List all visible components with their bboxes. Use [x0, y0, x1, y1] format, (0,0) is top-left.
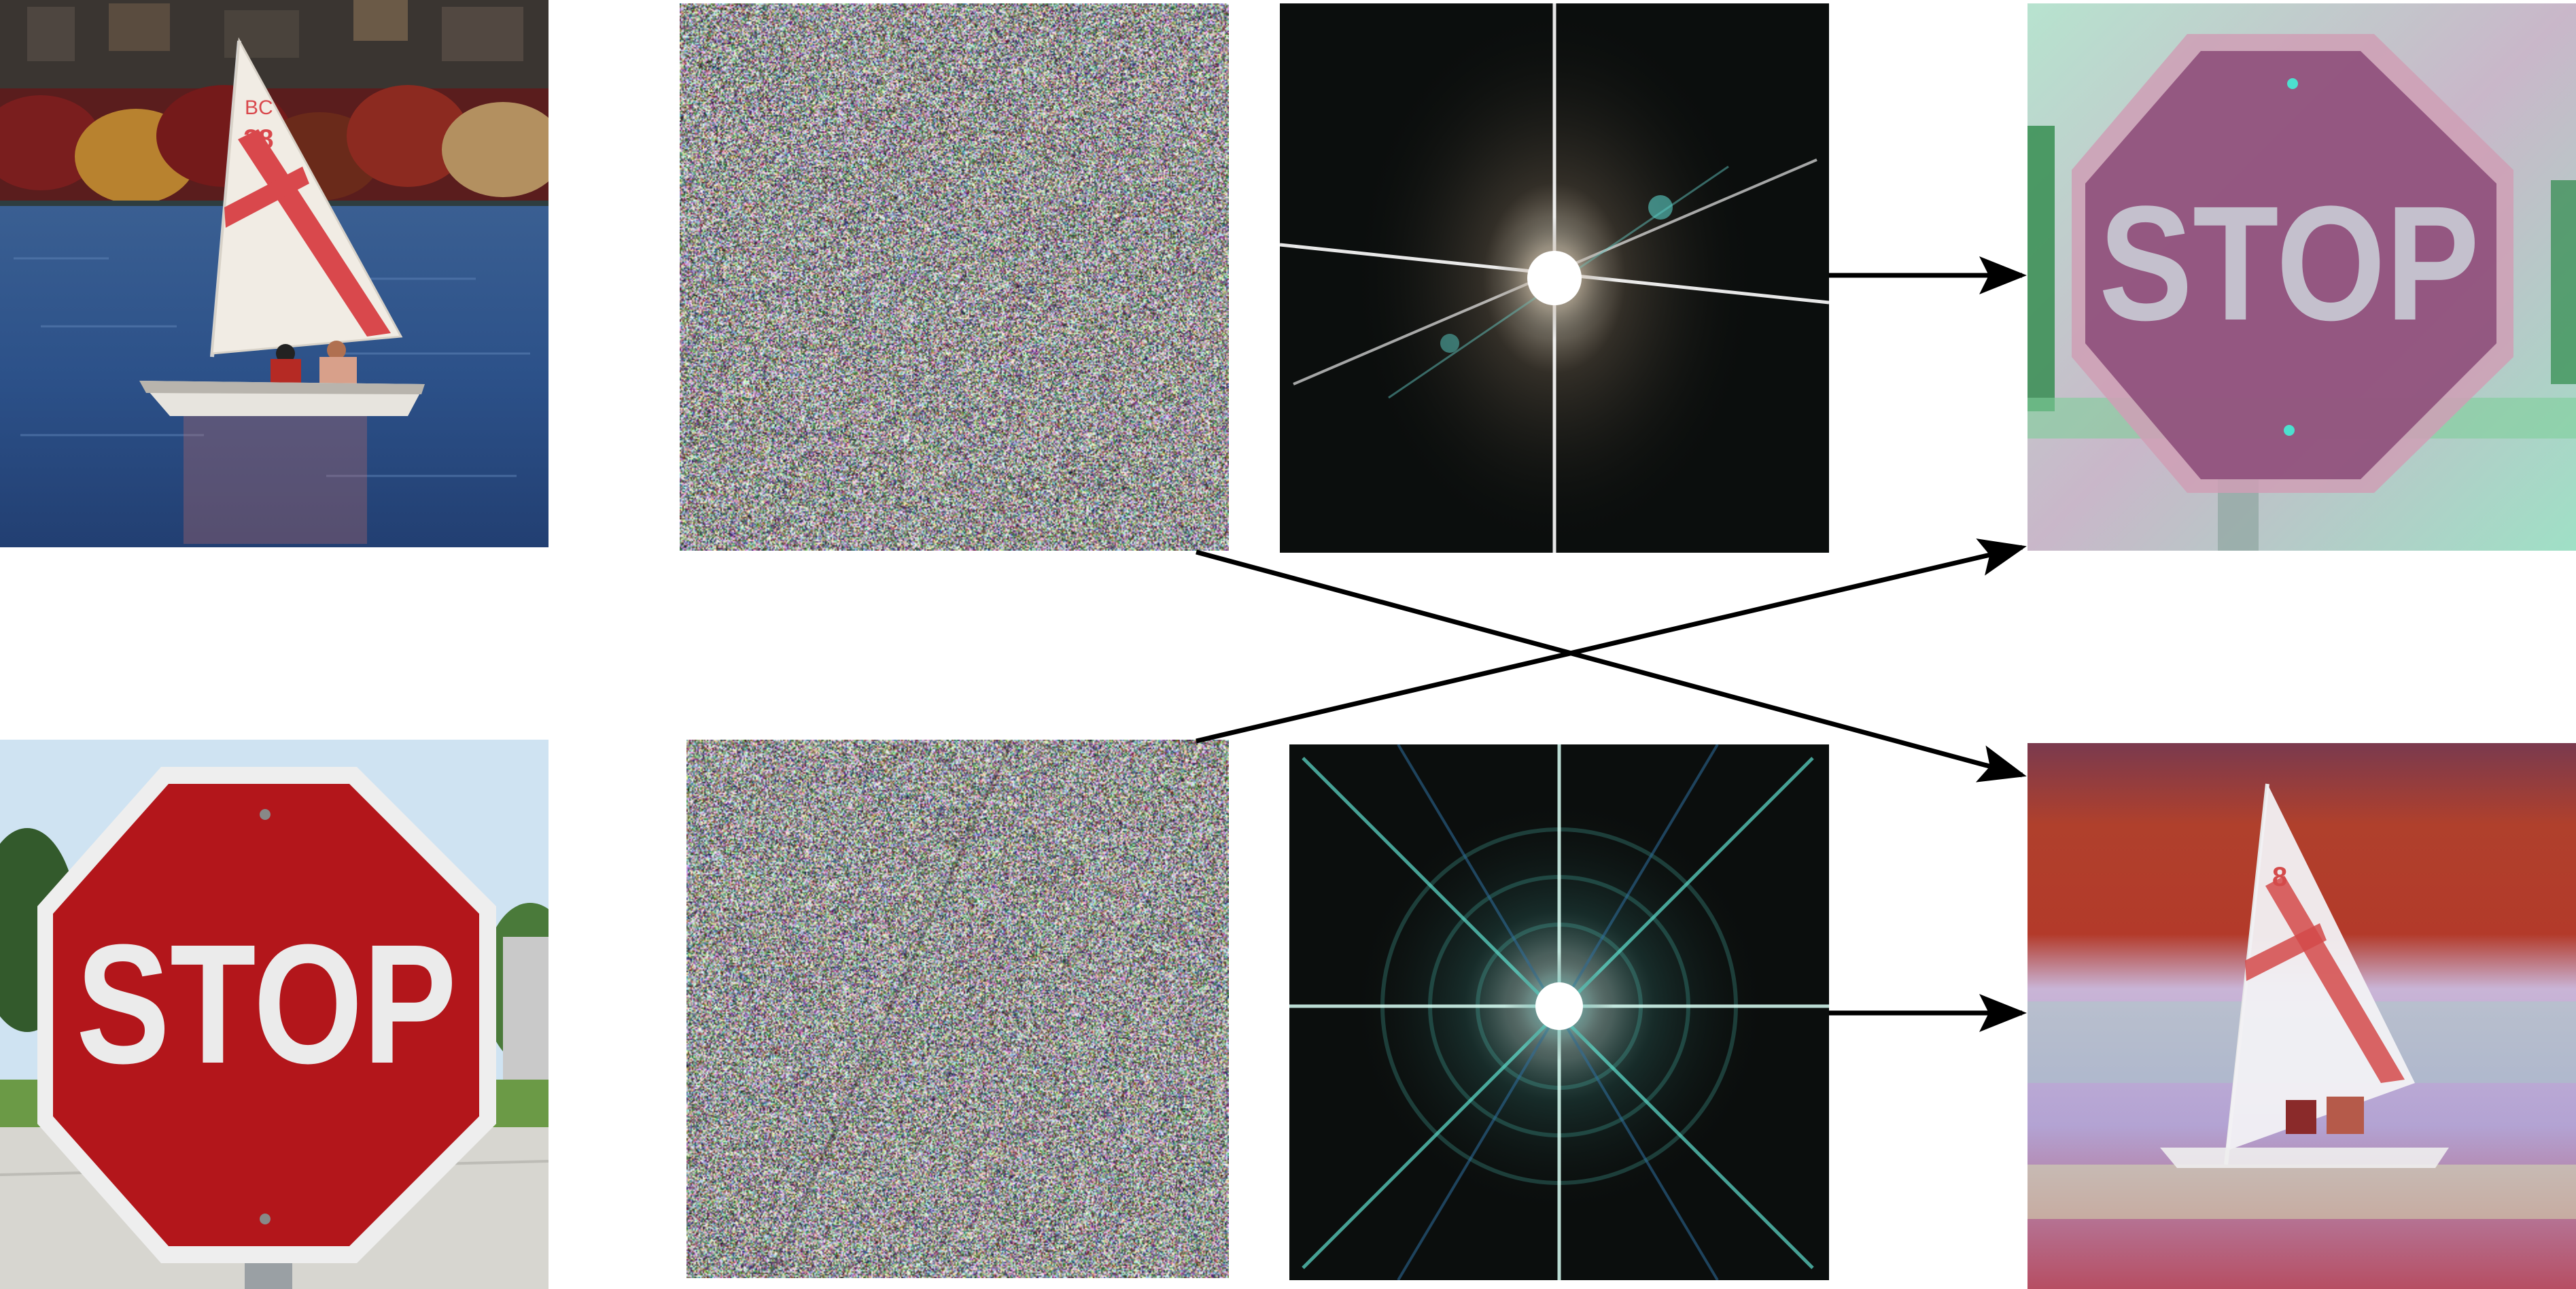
magnitude-spectrum-stop-sign: [1289, 744, 1829, 1280]
reconstruction-sailboat: 8: [2027, 743, 2576, 1289]
reconstruction-stop-text: STOP: [2099, 172, 2479, 354]
sail-letters: BC: [245, 97, 273, 119]
sail-number: 28: [243, 124, 274, 154]
sailboat-photo: 28 BC: [0, 0, 549, 547]
phase-image-stop-sign: [686, 740, 1229, 1278]
arrow-phase-sailboat-to-bottom: [1196, 549, 2027, 783]
magnitude-spectrum-sailboat: [1280, 3, 1829, 553]
stop-sign-text: STOP: [76, 909, 457, 1099]
reconstruction-stop-sign: STOP: [2027, 3, 2576, 551]
arrow-phase-stop-to-top: [1196, 538, 2027, 744]
phase-image-sailboat: [680, 3, 1229, 551]
stop-sign-photo: STOP: [0, 740, 549, 1289]
reconstruction-sail-number: 8: [2272, 862, 2287, 892]
